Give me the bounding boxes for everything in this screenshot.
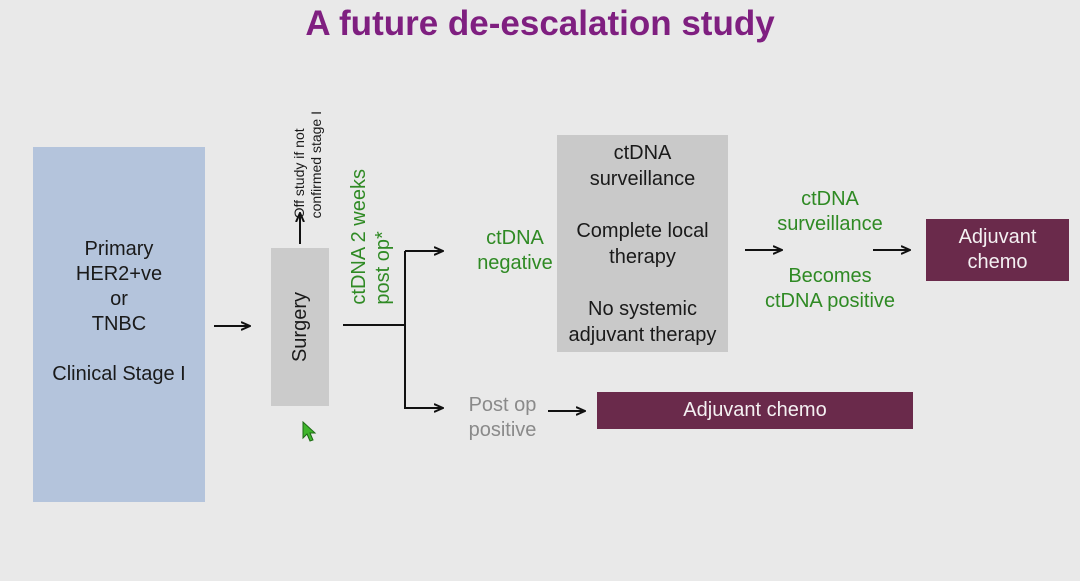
becomes-positive-line-1: Becomes [788, 265, 872, 287]
adjuvant-chemo-box-top: Adjuvant chemo [926, 219, 1069, 281]
off-study-line-2: confirmed stage I [308, 110, 324, 218]
surgery-label: Surgery [288, 291, 311, 363]
ctdna-timing-line-2: post op* [372, 231, 394, 305]
off-study-line-1: Off study if not [291, 127, 307, 218]
adjuvant-chemo-box-bottom: Adjuvant chemo [597, 392, 913, 429]
population-line: Primary [84, 238, 154, 260]
population-line: TNBC [91, 313, 147, 335]
post-op-positive-line-1: Post op [468, 394, 537, 416]
adjuvant-chemo-top-line-2: chemo [967, 251, 1028, 273]
population-line: Clinical Stage I [52, 363, 186, 385]
box-item-complete-local: Complete local [576, 219, 709, 242]
post-op-positive-label: Post op positive [450, 393, 555, 443]
page-title: A future de-escalation study [305, 4, 775, 43]
off-study-note: Off study if not confirmed stage I [288, 88, 328, 218]
ctdna-negative-line-2: negative [477, 252, 553, 274]
box-item-surveillance: surveillance [589, 167, 696, 190]
box-item-ctdna: ctDNA [613, 141, 672, 164]
surgery-box: Surgery [271, 248, 329, 406]
becomes-positive-line-2: ctDNA positive [764, 290, 896, 312]
adjuvant-chemo-bottom-label: Adjuvant chemo [683, 399, 827, 421]
population-line: or [110, 288, 128, 310]
surveillance-management-box: ctDNA surveillance Complete local therap… [557, 135, 728, 352]
ctdna-surveillance-label: ctDNA surveillance [760, 187, 900, 237]
mouse-cursor-icon [302, 421, 317, 442]
surveillance-line-1: ctDNA [801, 188, 859, 210]
surveillance-line-2: surveillance [777, 213, 883, 235]
adjuvant-chemo-top-line-1: Adjuvant [958, 226, 1037, 248]
ctdna-timing-label: ctDNA 2 weeks post op* [346, 155, 396, 305]
ctdna-negative-line-1: ctDNA [486, 227, 544, 249]
becomes-positive-label: Becomes ctDNA positive [755, 264, 905, 314]
box-item-no-systemic: No systemic [588, 297, 697, 320]
box-item-adjuvant-therapy: adjuvant therapy [568, 323, 717, 346]
ctdna-negative-label: ctDNA negative [455, 226, 575, 276]
post-op-positive-line-2: positive [468, 419, 537, 441]
box-item-therapy: therapy [609, 245, 676, 268]
population-line: HER2+ve [75, 263, 163, 285]
population-box: Primary HER2+ve or TNBC Clinical Stage I [33, 147, 205, 502]
ctdna-timing-line-1: ctDNA 2 weeks [348, 169, 370, 305]
